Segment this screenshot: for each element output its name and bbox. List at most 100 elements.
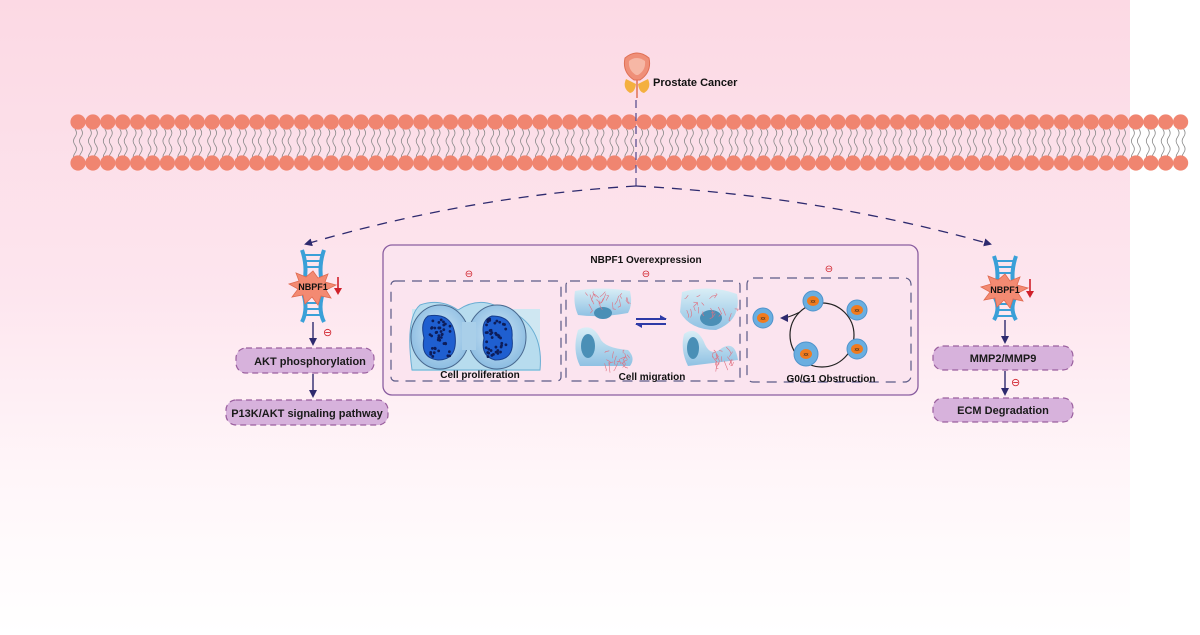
lipid-tail — [937, 128, 948, 162]
lipid-head — [785, 155, 801, 171]
dashed-arc-left — [304, 185, 637, 247]
lipid-tail — [594, 128, 605, 162]
lipid-head — [815, 155, 831, 171]
actin-filament — [618, 358, 622, 365]
actin-filament — [728, 351, 733, 357]
lipid-head — [934, 155, 950, 171]
lipid-head — [1038, 114, 1055, 130]
lipid-head — [383, 114, 399, 130]
actin-filament — [701, 302, 705, 306]
lipid-head — [204, 155, 220, 171]
lipid-tail — [773, 128, 784, 162]
chromatin-dot — [488, 317, 492, 321]
chromatin-dot — [493, 321, 497, 325]
lipid-head — [338, 155, 354, 171]
lipid-head — [308, 114, 324, 130]
actin-filament — [617, 299, 621, 308]
actin-filament — [624, 355, 628, 360]
chromatin-dot — [504, 343, 508, 347]
actin-filament — [594, 293, 599, 299]
lipid-head — [1024, 155, 1040, 171]
lipid-head — [1143, 114, 1159, 130]
lipid-head — [1158, 114, 1174, 130]
lipid-tail — [147, 128, 158, 162]
pill-label: ECM Degradation — [957, 405, 1049, 417]
pill-pi3k-akt-pathway — [225, 399, 389, 426]
lipid-tail — [415, 128, 426, 162]
actin-filament — [599, 300, 603, 310]
actin-filament — [734, 308, 739, 312]
lipid-tail — [967, 128, 977, 162]
inhibit-icon-right: ⊖ — [1011, 377, 1020, 389]
chromatin-dot — [500, 344, 503, 347]
actin-filament — [709, 313, 716, 319]
lipid-tail — [862, 128, 873, 162]
lipid-head — [413, 155, 429, 171]
actin-filament — [684, 295, 689, 299]
lipid-head — [994, 114, 1010, 130]
actin-filament — [727, 356, 733, 366]
dashed-arc-right — [635, 185, 992, 247]
lipid-head — [696, 155, 712, 171]
lipid-head — [621, 155, 637, 171]
chromatin-dot — [484, 346, 488, 350]
chromatin-dot — [436, 338, 440, 342]
lipid-tail — [833, 128, 843, 162]
chromatin-dot — [492, 352, 495, 356]
reversible-arrow-icon — [635, 315, 667, 328]
lipid-head — [845, 114, 861, 130]
lipid-tail — [207, 128, 217, 162]
lipid-tail — [1071, 128, 1082, 162]
lipid-head — [875, 155, 891, 171]
lipid-tail — [505, 128, 515, 162]
chromatin-dot — [439, 330, 443, 333]
lipid-tail — [73, 128, 83, 162]
actin-filament — [686, 310, 689, 318]
lipid-tail — [88, 128, 98, 162]
gene-label-right: NBPF1 — [990, 285, 1020, 295]
lipid-head — [323, 155, 339, 171]
lipid-head — [487, 155, 503, 171]
chromatin-dot — [485, 323, 488, 327]
lipid-tail — [743, 128, 754, 162]
chromatin-dot — [428, 333, 432, 337]
actin-filament — [613, 362, 618, 372]
lipid-head — [130, 114, 146, 130]
lipid-head — [830, 114, 846, 130]
lipid-tail — [445, 128, 456, 162]
lipid-head — [711, 155, 727, 171]
actin-filament — [710, 307, 714, 317]
lipid-tail — [698, 128, 709, 162]
lipid-tail — [669, 128, 679, 162]
lipid-tail — [1175, 128, 1186, 162]
panel-cell-proliferation — [390, 280, 562, 382]
lipid-tail — [475, 128, 486, 162]
actin-filament — [702, 311, 705, 317]
lipid-head — [740, 114, 757, 130]
lipid-tail — [117, 128, 128, 162]
lipid-head — [904, 114, 921, 130]
chromatin-dot — [433, 346, 437, 350]
lipid-tail — [847, 128, 858, 162]
lipid-head — [1173, 114, 1189, 130]
chromatin-dot — [446, 354, 450, 358]
lipid-head — [994, 155, 1010, 171]
cycle-cell-nucleus — [800, 349, 812, 359]
lipid-head — [234, 155, 250, 171]
chromosome-glyph: xx — [811, 299, 817, 305]
chromosome-glyph: xx — [855, 347, 861, 353]
lipid-head — [219, 155, 235, 171]
lipid-head — [1173, 155, 1189, 171]
lipid-tail — [237, 128, 247, 162]
actin-filament — [622, 353, 627, 361]
lipid-head — [1053, 114, 1069, 130]
lipid-tail — [371, 128, 381, 162]
lipid-tail — [132, 128, 143, 162]
lipid-head — [308, 155, 324, 171]
actin-filament — [690, 308, 693, 318]
lipid-head — [428, 155, 444, 171]
lipid-head — [1128, 155, 1144, 171]
chromatin-dot — [434, 331, 438, 334]
actin-filament — [719, 349, 723, 352]
lipid-head — [770, 155, 786, 171]
